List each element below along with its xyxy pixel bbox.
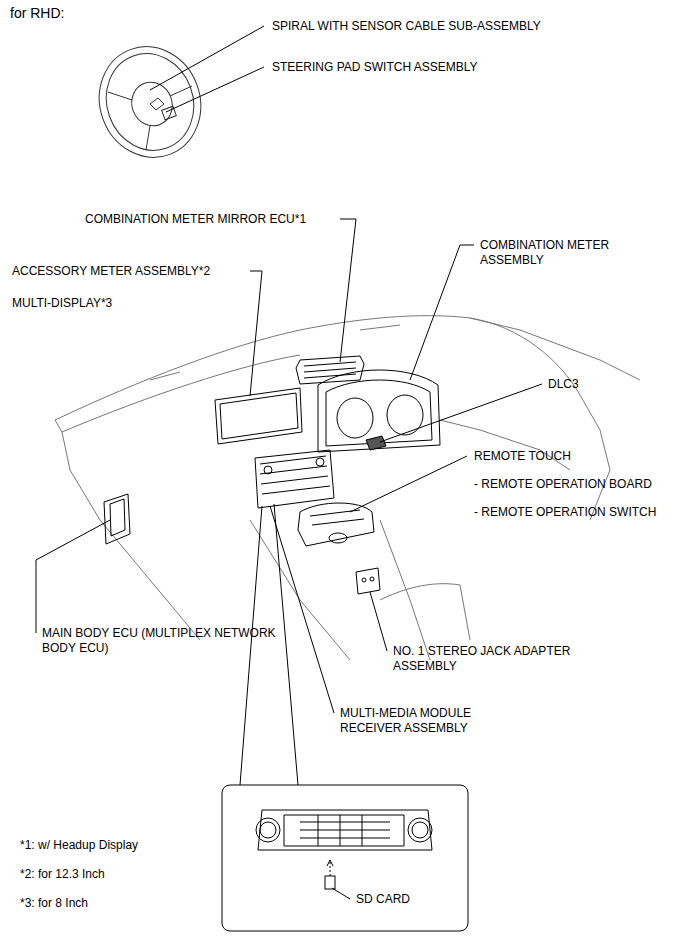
- part-label: SPIRAL WITH SENSOR CABLE SUB-ASSEMBLY: [272, 19, 541, 34]
- footnote: *1: w/ Headup Display: [20, 838, 138, 853]
- combination-meter: [318, 370, 440, 452]
- leader-lines: [36, 26, 542, 899]
- diagram-title: for RHD:: [10, 6, 64, 21]
- mirror-ecu: [296, 356, 364, 384]
- footnote: *2: for 12.3 Inch: [20, 867, 105, 882]
- part-label: COMBINATION METER MIRROR ECU*1: [85, 212, 306, 227]
- receiver-unit: [255, 450, 334, 508]
- part-label: NO. 1 STEREO JACK ADAPTER ASSEMBLY: [393, 644, 573, 674]
- part-label: ACCESSORY METER ASSEMBLY*2: [12, 264, 210, 279]
- footnote: *3: for 8 Inch: [20, 896, 88, 911]
- part-label: - REMOTE OPERATION BOARD: [474, 477, 652, 492]
- part-label: STEERING PAD SWITCH ASSEMBLY: [272, 60, 478, 75]
- part-label: REMOTE TOUCH: [474, 449, 571, 464]
- remote-touch: [298, 503, 374, 546]
- part-label: MAIN BODY ECU (MULTIPLEX NETWORK BODY EC…: [42, 626, 292, 656]
- part-label: - REMOTE OPERATION SWITCH: [474, 505, 656, 520]
- part-label: MULTI-MEDIA MODULE RECEIVER ASSEMBLY: [340, 706, 520, 736]
- steering-wheel: [84, 32, 216, 171]
- dlc3-connector: [366, 436, 386, 450]
- part-label: COMBINATION METER ASSEMBLY: [480, 238, 630, 268]
- accessory-meter: [215, 388, 302, 444]
- stereo-jack: [356, 568, 380, 594]
- main-body-ecu: [104, 494, 130, 544]
- receiver-inset: [222, 785, 468, 931]
- part-label: DLC3: [548, 377, 579, 392]
- part-label: SD CARD: [356, 892, 410, 907]
- part-label: MULTI-DISPLAY*3: [12, 296, 112, 311]
